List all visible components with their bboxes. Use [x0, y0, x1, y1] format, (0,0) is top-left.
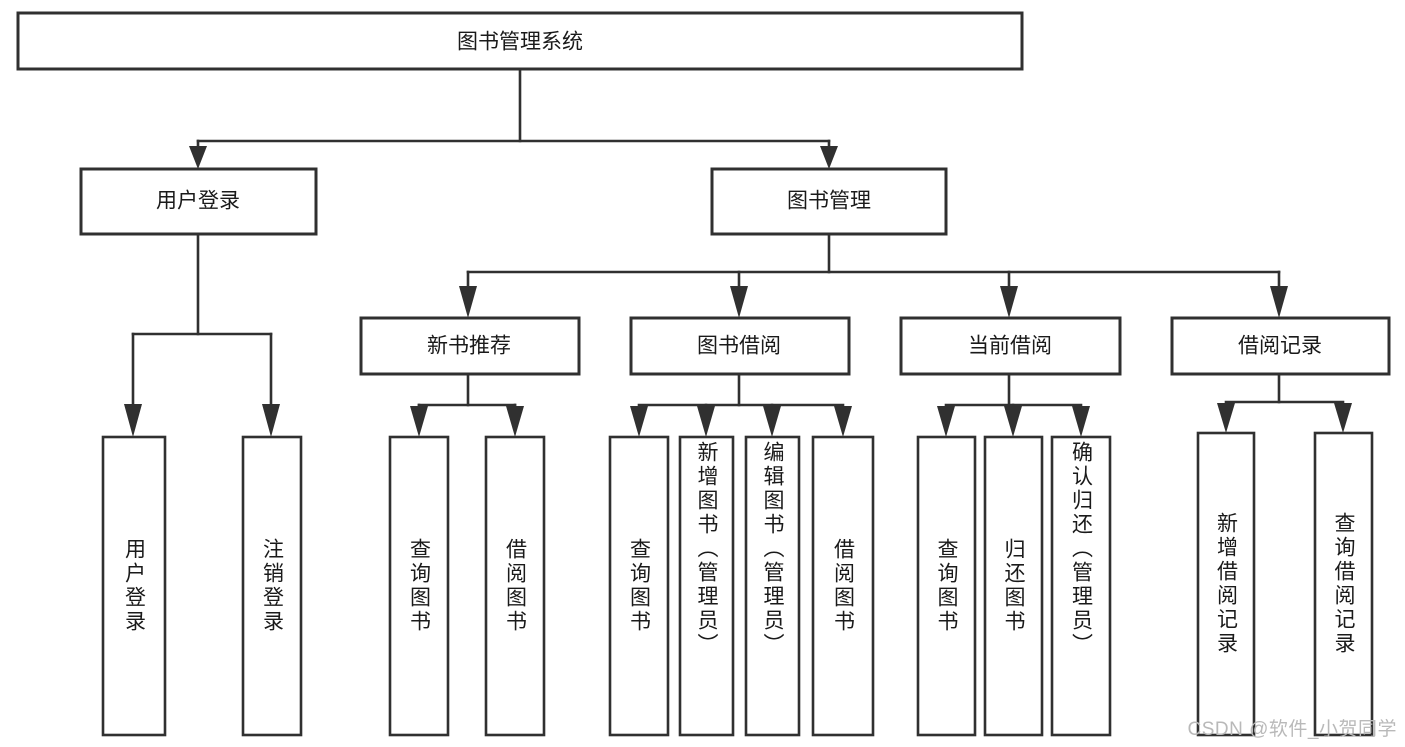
arrow-head-icon [506, 406, 524, 437]
node-box-leaf-edit-book[interactable] [744, 435, 801, 737]
arrow-head-icon [697, 406, 715, 437]
node-box-leaf-logout[interactable] [241, 435, 303, 737]
connector-bookmanage-to-level3 [459, 232, 1288, 318]
arrow-head-icon [1000, 286, 1018, 318]
connector-bookborrow-to-leaves [630, 372, 852, 437]
connector-currentborrow-to-leaves [937, 372, 1090, 437]
node-box-leaf-query-record[interactable] [1313, 431, 1374, 737]
arrow-head-icon [630, 406, 648, 437]
node-box-leaf-borrow-book-2[interactable] [811, 435, 875, 737]
arrow-head-icon [189, 146, 207, 169]
arrow-head-icon [763, 406, 781, 437]
node-label-root: 图书管理系统 [457, 31, 583, 54]
connector-newbook-to-leaves [410, 372, 524, 437]
node-label-book-borrow: 图书借阅 [697, 335, 781, 358]
node-box-current-borrow[interactable] [899, 316, 1122, 376]
node-label-user-login: 用户登录 [156, 190, 240, 213]
arrow-head-icon [1334, 403, 1352, 433]
node-label-current-borrow: 当前借阅 [968, 335, 1052, 358]
node-box-leaf-user-login[interactable] [101, 435, 167, 737]
arrow-head-icon [1072, 406, 1090, 437]
csdn-watermark: CSDN @软件_小贺同学 [1187, 719, 1397, 740]
arrow-head-icon [1004, 406, 1022, 437]
arrow-head-icon [730, 286, 748, 318]
arrow-head-icon [124, 404, 142, 437]
arrow-head-icon [410, 406, 428, 437]
node-box-leaf-confirm-return[interactable] [1050, 435, 1112, 737]
arrow-head-icon [834, 406, 852, 437]
node-box-leaf-add-book[interactable] [678, 435, 735, 737]
arrow-head-icon [820, 146, 838, 169]
connector-borrowrecord-to-leaves [1217, 372, 1352, 433]
node-box-leaf-return-book[interactable] [983, 435, 1044, 737]
arrow-head-icon [262, 404, 280, 437]
node-box-leaf-query-book-1[interactable] [388, 435, 450, 737]
node-box-leaf-query-book-2[interactable] [608, 435, 670, 737]
node-box-leaf-borrow-book-1[interactable] [484, 435, 546, 737]
node-box-leaf-add-record[interactable] [1196, 431, 1256, 737]
node-label-borrow-record: 借阅记录 [1238, 335, 1322, 358]
node-box-new-book-recommend[interactable] [359, 316, 581, 376]
node-box-leaf-query-book-3[interactable] [916, 435, 977, 737]
arrow-head-icon [1270, 286, 1288, 318]
connector-userlogin-to-leaves [124, 232, 280, 437]
node-box-book-borrow[interactable] [629, 316, 851, 376]
arrow-head-icon [937, 406, 955, 437]
node-label-book-manage: 图书管理 [787, 190, 871, 213]
node-label-new-book-recommend: 新书推荐 [427, 335, 511, 358]
connector-root-to-level2 [189, 67, 838, 169]
node-box-book-manage[interactable] [710, 167, 948, 236]
node-box-user-login[interactable] [79, 167, 318, 236]
arrow-head-icon [1217, 403, 1235, 433]
node-box-root[interactable] [16, 11, 1024, 71]
arrow-head-icon [459, 286, 477, 318]
node-box-borrow-record[interactable] [1170, 316, 1391, 376]
